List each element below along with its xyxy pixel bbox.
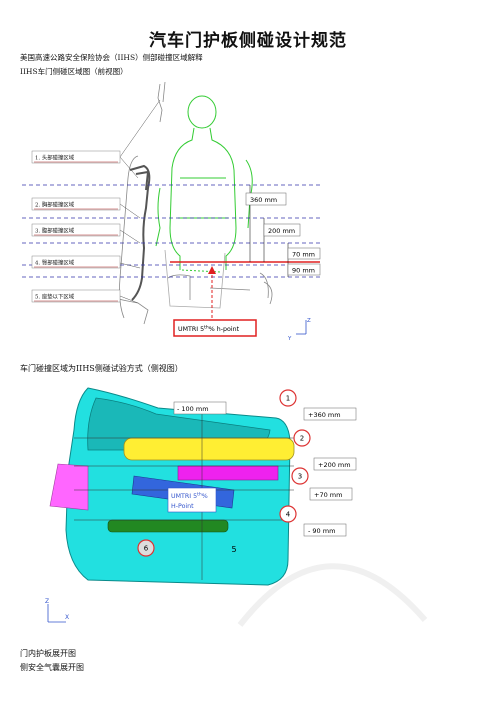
zone-label-pelvis: 4. 臀部碰撞区域 xyxy=(35,259,75,267)
dim-90: 90 mm xyxy=(292,267,315,275)
axis-triad: Z Y xyxy=(287,318,311,342)
svg-text:Z: Z xyxy=(307,318,311,324)
svg-text:X: X xyxy=(65,614,69,621)
h-point-box xyxy=(173,319,257,337)
svg-text:Z: Z xyxy=(45,598,49,605)
axis-triad-2: Z X xyxy=(45,598,69,623)
door-h-point-label-2: H-Point xyxy=(171,503,194,510)
dim-minus-90: - 90 mm xyxy=(308,527,335,535)
zone-circles xyxy=(137,389,311,557)
dim-360: 360 mm xyxy=(250,196,277,204)
zone-circle-4: 4 xyxy=(286,511,291,519)
side-view-figure: - 100 mm +360 mm +200 mm +70 mm - 90 mm … xyxy=(49,387,357,586)
page-title: 汽车门护板侧碰设计规范 xyxy=(149,31,347,51)
yellow-pad xyxy=(123,437,295,461)
front-view-figure: 1. 头部碰撞区域 2. 胸部碰撞区域 3. 腹部碰撞区域 4. 臀部碰撞区域 … xyxy=(22,81,321,342)
zone-circle-2: 2 xyxy=(300,435,304,443)
zone-label-head: 1. 头部碰撞区域 xyxy=(35,154,75,162)
figure2-caption: 车门碰撞区域为IIHS侧碰试验方式（侧视图） xyxy=(20,364,183,373)
door-panel-section-title: 门内护板展开图 xyxy=(20,649,76,658)
zone-circle-1: 1 xyxy=(286,395,290,403)
zone-label-chest: 2. 胸部碰撞区域 xyxy=(35,201,75,209)
green-bar xyxy=(107,519,229,533)
dim-plus-360: +360 mm xyxy=(308,411,341,419)
door-dim-labels: - 100 mm +360 mm +200 mm +70 mm - 90 mm xyxy=(173,401,357,537)
airbag-section-title: 侧安全气囊展开图 xyxy=(20,663,84,672)
dim-plus-70: +70 mm xyxy=(314,491,342,499)
door-section xyxy=(129,164,151,301)
zone-circle-6: 6 xyxy=(144,545,149,553)
zone-labels: 1. 头部碰撞区域 2. 胸部碰撞区域 3. 腹部碰撞区域 4. 臀部碰撞区域 … xyxy=(31,150,121,303)
door-h-point-label: UMTRI 5th% xyxy=(171,492,208,501)
zone-label-abdomen: 3. 腹部碰撞区域 xyxy=(35,227,75,235)
zone-label-below-seat: 5. 座垫以下区域 xyxy=(35,293,75,301)
door-h-point-box xyxy=(167,487,217,513)
zone-circle-5: 5 xyxy=(231,545,236,554)
dim-200: 200 mm xyxy=(268,227,295,235)
background-arc xyxy=(237,563,428,627)
intro-line: 美国高速公路安全保险协会（IIHS）侧部碰撞区域解释 xyxy=(20,53,203,62)
h-point-label: UMTRI 5th% h-point xyxy=(178,325,240,334)
seat-outline xyxy=(164,249,226,309)
svg-text:Y: Y xyxy=(287,336,292,342)
dim-70: 70 mm xyxy=(292,251,315,259)
zone-circle-3: 3 xyxy=(298,473,302,481)
dim-minus-100: - 100 mm xyxy=(177,405,209,413)
figure1-caption: IIHS车门侧碰区域图（前视图） xyxy=(20,67,128,76)
dim-plus-200: +200 mm xyxy=(318,461,351,469)
dummy-outline xyxy=(155,95,253,273)
magenta-strip xyxy=(177,465,279,481)
pink-panel xyxy=(49,463,89,511)
dim-labels: 360 mm 200 mm 70 mm 90 mm xyxy=(245,192,321,276)
